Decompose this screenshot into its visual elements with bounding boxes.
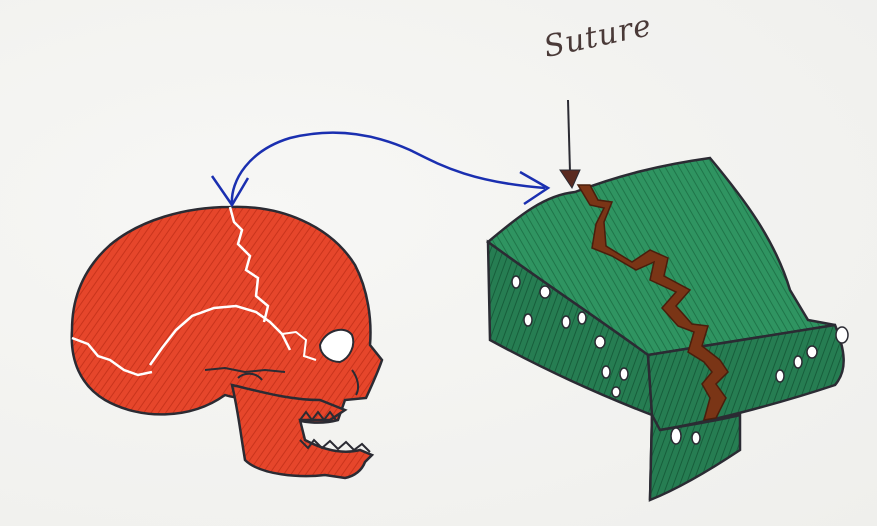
hole-right-1 [836, 327, 848, 343]
hole-right-5 [671, 428, 681, 444]
hole-left-1 [512, 276, 520, 288]
hole-left-5 [578, 312, 586, 324]
hole-left-2 [540, 286, 550, 298]
arrow-curve [232, 133, 545, 205]
hole-left-7 [602, 366, 610, 378]
connector-arrow [212, 133, 548, 205]
bone-block-drawing [488, 158, 848, 500]
hole-right-2 [807, 346, 817, 358]
hole-left-4 [562, 316, 570, 328]
arrow-head-left [212, 176, 248, 205]
hole-left-3 [524, 314, 532, 326]
hole-right-3 [794, 356, 802, 368]
suture-pointer-head [560, 170, 580, 188]
skull-drawing [72, 207, 382, 478]
hole-left-9 [612, 387, 620, 397]
hole-left-6 [595, 336, 605, 348]
hole-left-8 [620, 368, 628, 380]
suture-pointer [560, 100, 580, 188]
suture-pointer-line [568, 100, 570, 172]
hole-right-4 [776, 370, 784, 382]
hole-right-6 [692, 432, 700, 444]
skull-cranium [72, 207, 382, 423]
